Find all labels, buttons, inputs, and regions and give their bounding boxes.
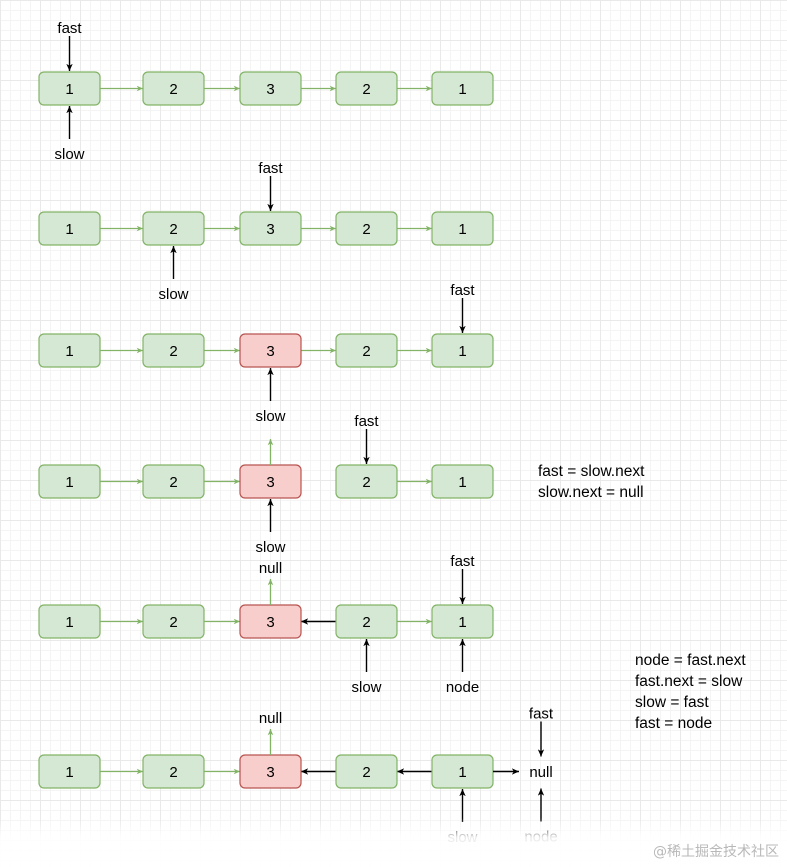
watermark-text: @稀土掘金技术社区 (653, 844, 779, 860)
list-node-value: 1 (458, 474, 466, 491)
code-line: node = fast.next (635, 652, 746, 669)
list-node-box (38, 754, 101, 789)
list-node-value: 3 (266, 614, 274, 631)
list-node-box (431, 333, 494, 368)
code-line: slow = fast (635, 694, 709, 711)
list-node-box (142, 333, 205, 368)
slow-pointer-label: slow (255, 539, 285, 556)
list-node-box (38, 333, 101, 368)
list-node-value: 2 (169, 474, 177, 491)
list-node-value: 1 (458, 764, 466, 781)
list-node-value: 1 (458, 614, 466, 631)
fast-pointer-label: fast (529, 706, 554, 723)
list-node-value: 2 (169, 343, 177, 360)
slow-pointer-label: slow (158, 286, 188, 303)
list-node-value: 2 (362, 81, 370, 98)
list-node-box (335, 604, 398, 639)
list-node-box (38, 71, 101, 106)
list-node-value: 1 (65, 343, 73, 360)
node-pointer-label: node (446, 679, 479, 696)
fast-pointer-label: fast (450, 282, 475, 299)
list-node-value: 1 (65, 764, 73, 781)
list-node-value: 2 (362, 764, 370, 781)
slow-pointer-label: slow (255, 408, 285, 425)
code-line: fast = slow.next (538, 463, 645, 480)
list-node-box (431, 464, 494, 499)
fast-pointer-label: fast (354, 413, 379, 430)
list-node-box (431, 604, 494, 639)
list-node-value: 2 (362, 221, 370, 238)
step-row-1: 1 2 3 2 1 fast slow (38, 20, 494, 163)
list-node-box (239, 211, 302, 246)
slow-pointer-label: slow (351, 679, 381, 696)
middle-node-box (239, 333, 302, 368)
list-node-box (335, 333, 398, 368)
list-node-value: 1 (65, 221, 73, 238)
list-node-box (335, 211, 398, 246)
list-node-value: 3 (266, 221, 274, 238)
step-row-3: 1 2 3 2 1 fast slow (38, 282, 494, 425)
list-node-value: 3 (266, 343, 274, 360)
list-node-value: 3 (266, 764, 274, 781)
list-node-box (38, 604, 101, 639)
list-node-value: 1 (65, 474, 73, 491)
list-node-box (38, 211, 101, 246)
list-node-box (142, 211, 205, 246)
step-row-2: 1 2 3 2 1 fast slow (38, 160, 494, 303)
list-node-box (335, 71, 398, 106)
step-row-5: 1 2 3 2 1 null fast slow node (38, 553, 494, 696)
list-node-value: 2 (169, 81, 177, 98)
list-node-box (335, 754, 398, 789)
list-node-value: 2 (169, 764, 177, 781)
list-node-value: 3 (266, 81, 274, 98)
list-node-value: 2 (362, 474, 370, 491)
list-node-value: 1 (65, 81, 73, 98)
list-node-value: 3 (266, 474, 274, 491)
list-node-value: 1 (65, 614, 73, 631)
list-node-value: 1 (458, 343, 466, 360)
fast-pointer-label: fast (57, 20, 82, 37)
list-node-value: 2 (362, 343, 370, 360)
code-line: fast.next = slow (635, 673, 743, 690)
code-line: fast = node (635, 715, 713, 732)
watermark-band: @稀土掘金技术社区 (0, 818, 787, 867)
list-node-box (335, 464, 398, 499)
list-node-value: 2 (169, 221, 177, 238)
list-node-value: 2 (169, 614, 177, 631)
code-line: slow.next = null (538, 484, 644, 501)
fast-pointer-label: fast (258, 160, 283, 177)
list-node-box (239, 71, 302, 106)
list-node-value: 1 (458, 221, 466, 238)
code-block-step-5: node = fast.next fast.next = slow slow = f… (635, 650, 746, 734)
list-node-box (431, 211, 494, 246)
fast-pointer-label: fast (450, 553, 475, 570)
list-node-box (431, 71, 494, 106)
list-node-box (142, 754, 205, 789)
list-node-box (142, 464, 205, 499)
list-node-box (142, 71, 205, 106)
step-row-4: 1 2 3 2 1 fast slow (38, 413, 494, 556)
tail-null-label: null (529, 764, 552, 781)
list-node-value: 1 (458, 81, 466, 98)
list-node-value: 2 (362, 614, 370, 631)
slow-pointer-label: slow (54, 146, 84, 163)
list-node-box (38, 464, 101, 499)
null-label: null (259, 710, 282, 727)
list-node-box (142, 604, 205, 639)
null-label: null (259, 560, 282, 577)
code-block-step-4: fast = slow.next slow.next = null (538, 461, 644, 503)
